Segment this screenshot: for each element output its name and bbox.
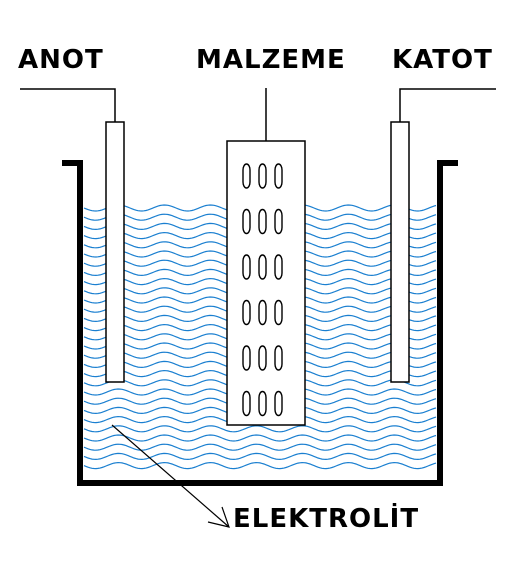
material-hole — [242, 345, 251, 371]
anode-label: ANOT — [18, 45, 104, 75]
material-hole — [242, 390, 251, 417]
cathode-wire — [399, 88, 496, 122]
electrolyte-wave — [83, 434, 437, 442]
material-hole — [242, 254, 251, 280]
material-plate — [226, 140, 306, 426]
electrolyte-arrow — [111, 424, 230, 528]
material-hole — [274, 208, 283, 235]
electrolyte-wave — [83, 461, 437, 470]
material-hole — [258, 345, 267, 371]
material-hole — [258, 299, 267, 326]
anode-electrode — [105, 121, 125, 383]
material-hole — [242, 208, 251, 235]
electrolyte-wave — [83, 443, 437, 451]
material-hole — [274, 390, 283, 417]
electrolyte-wave — [83, 452, 437, 461]
anode-wire — [20, 88, 116, 122]
material-holes — [242, 163, 283, 417]
electrolyte-wave — [83, 425, 437, 433]
cathode-label: KATOT — [392, 45, 493, 75]
material-hole — [242, 299, 251, 326]
material-hole — [258, 208, 267, 235]
material-hole — [274, 163, 283, 189]
tank — [62, 160, 458, 486]
material-hole — [274, 254, 283, 280]
material-hole — [274, 345, 283, 371]
material-hole — [258, 254, 267, 280]
material-hole — [258, 390, 267, 417]
material-hole — [258, 163, 267, 189]
material-label: MALZEME — [196, 45, 346, 75]
material-hole — [274, 299, 283, 326]
cathode-electrode — [390, 121, 410, 383]
material-hole — [242, 163, 251, 189]
electrolyte-label: ELEKTROLİT — [233, 502, 419, 534]
